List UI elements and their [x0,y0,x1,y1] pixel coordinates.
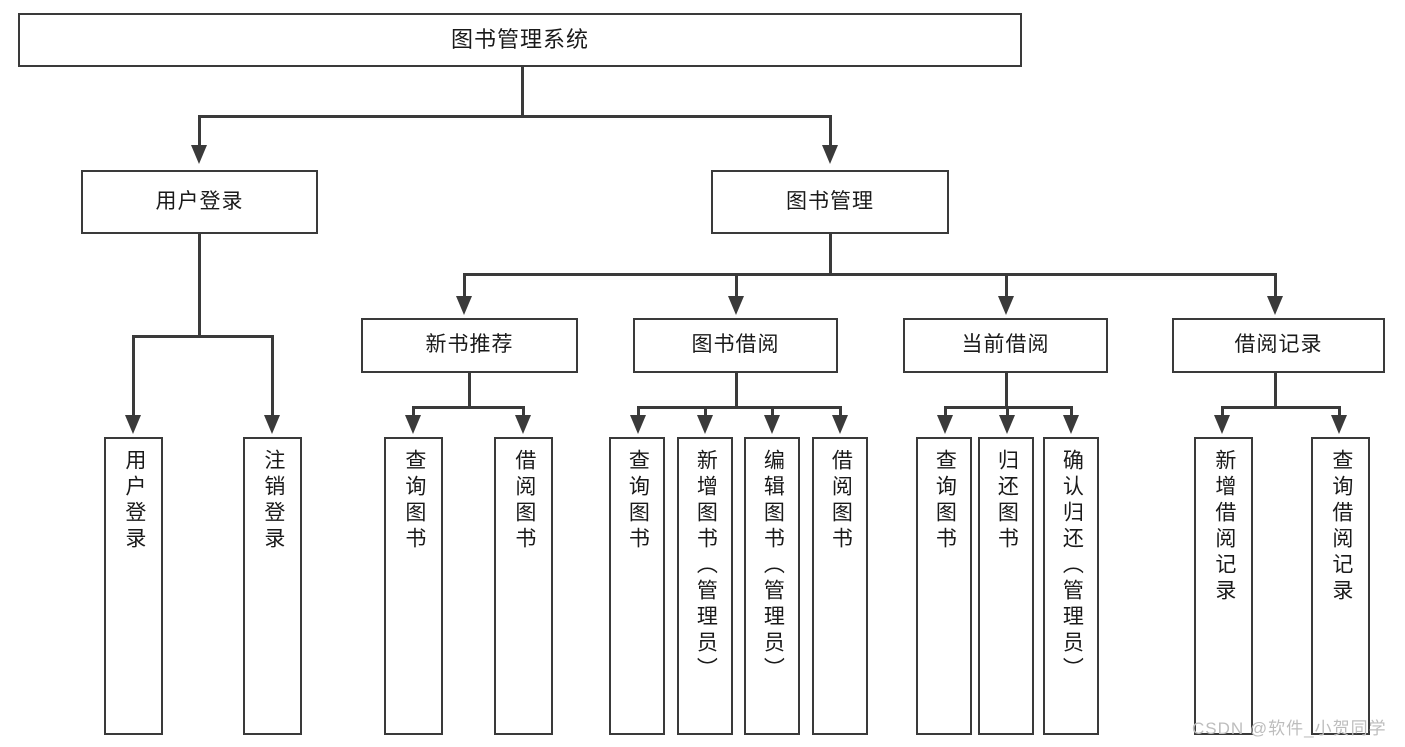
node-label: 新书推荐 [425,333,514,357]
leaf-label: 归还图书 [995,449,1019,553]
node-label: 图书管理系统 [450,27,589,53]
leaf-query-book-borrow[interactable]: 查询图书 [609,437,665,735]
arrow-to-leaf-query-book-cb [937,415,953,434]
leaf-confirm-return-admin[interactable]: 确认归还（管理员） [1043,437,1099,735]
leaf-label: 查询图书 [626,449,650,553]
arrow-to-leaf-return-book [999,415,1015,434]
connector-to-new-book-recommend [463,273,466,299]
node-new-book-recommend[interactable]: 新书推荐 [361,318,578,373]
node-current-borrow[interactable]: 当前借阅 [903,318,1108,373]
connector-root-bar [198,115,832,118]
arrow-to-borrow-records [1267,296,1283,315]
connector-book-management-stem [829,234,832,274]
leaf-borrow-book-recommend[interactable]: 借阅图书 [494,437,553,735]
leaf-label: 新增借阅记录 [1212,449,1236,605]
connector-root-to-user-login [198,115,201,145]
arrow-to-leaf-query-book-bb [630,415,646,434]
node-root-book-management-system[interactable]: 图书管理系统 [18,13,1022,67]
node-label: 当前借阅 [961,333,1050,357]
leaf-label: 查询图书 [402,449,426,553]
leaf-query-book-recommend[interactable]: 查询图书 [384,437,443,735]
connector-bb-leaf-2 [704,406,707,418]
arrow-to-leaf-borrow-book-bb [832,415,848,434]
arrow-to-book-management [822,145,838,164]
arrow-to-leaf-query-book-nbr [405,415,421,434]
connector-new-book-recommend-bar [412,406,525,409]
node-label: 图书借阅 [691,333,780,357]
connector-root-stem [521,67,524,116]
leaf-add-book-admin[interactable]: 新增图书（管理员） [677,437,733,735]
connector-nbr-leaf-1 [412,406,415,418]
arrow-to-leaf-add-book [697,415,713,434]
leaf-label: 查询图书 [933,449,957,553]
leaf-label: 确认归还（管理员） [1060,449,1084,683]
leaf-label: 注销登录 [261,449,285,553]
connector-root-to-book-management [829,115,832,145]
arrow-to-book-borrow [728,296,744,315]
node-user-login[interactable]: 用户登录 [81,170,318,234]
connector-new-book-recommend-stem [468,373,471,408]
connector-current-borrow-stem [1005,373,1008,408]
connector-borrow-records-stem [1274,373,1277,408]
connector-br-leaf-1 [1221,406,1224,418]
node-book-borrow[interactable]: 图书借阅 [633,318,838,373]
connector-borrow-records-bar [1221,406,1341,409]
leaf-label: 新增图书（管理员） [694,449,718,683]
node-borrow-records[interactable]: 借阅记录 [1172,318,1385,373]
connector-user-login-bar [132,335,274,338]
arrow-to-leaf-borrow-book-nbr [515,415,531,434]
arrow-to-current-borrow [998,296,1014,315]
leaf-label: 查询借阅记录 [1329,449,1353,605]
leaf-user-login[interactable]: 用户登录 [104,437,163,735]
leaf-borrow-book[interactable]: 借阅图书 [812,437,868,735]
arrow-to-leaf-confirm-return [1063,415,1079,434]
connector-br-leaf-2 [1338,406,1341,418]
leaf-label: 用户登录 [122,449,146,553]
node-label: 用户登录 [155,189,244,213]
connector-to-book-borrow [735,273,738,299]
connector-user-login-to-leaf-2 [271,335,274,418]
node-label: 借阅记录 [1234,333,1323,357]
connector-cb-leaf-3 [1070,406,1073,418]
arrow-to-leaf-add-record [1214,415,1230,434]
leaf-return-book[interactable]: 归还图书 [978,437,1034,735]
leaf-logout[interactable]: 注销登录 [243,437,302,735]
connector-user-login-to-leaf-1 [132,335,135,418]
connector-bb-leaf-4 [839,406,842,418]
connector-bb-leaf-1 [637,406,640,418]
connector-cb-leaf-1 [944,406,947,418]
arrow-to-leaf-query-record [1331,415,1347,434]
arrow-to-leaf-logout [264,415,280,434]
leaf-label: 借阅图书 [512,449,536,553]
leaf-label: 编辑图书（管理员） [761,449,785,683]
node-book-management[interactable]: 图书管理 [711,170,949,234]
connector-nbr-leaf-2 [522,406,525,418]
connector-to-current-borrow [1005,273,1008,299]
connector-bb-leaf-3 [771,406,774,418]
arrow-to-user-login [191,145,207,164]
connector-book-borrow-bar [637,406,842,409]
leaf-edit-book-admin[interactable]: 编辑图书（管理员） [744,437,800,735]
arrow-to-leaf-user-login [125,415,141,434]
arrow-to-new-book-recommend [456,296,472,315]
leaf-query-borrow-record[interactable]: 查询借阅记录 [1311,437,1370,735]
csdn-watermark: CSDN @软件_小贺同学 [1192,719,1387,738]
node-label: 图书管理 [786,189,874,213]
connector-cb-leaf-2 [1006,406,1009,418]
connector-user-login-stem [198,234,201,337]
leaf-label: 借阅图书 [829,449,853,553]
connector-book-management-bar [463,273,1277,276]
connector-book-borrow-stem [735,373,738,408]
leaf-add-borrow-record[interactable]: 新增借阅记录 [1194,437,1253,735]
arrow-to-leaf-edit-book [764,415,780,434]
leaf-query-book-current[interactable]: 查询图书 [916,437,972,735]
connector-to-borrow-records [1274,273,1277,299]
